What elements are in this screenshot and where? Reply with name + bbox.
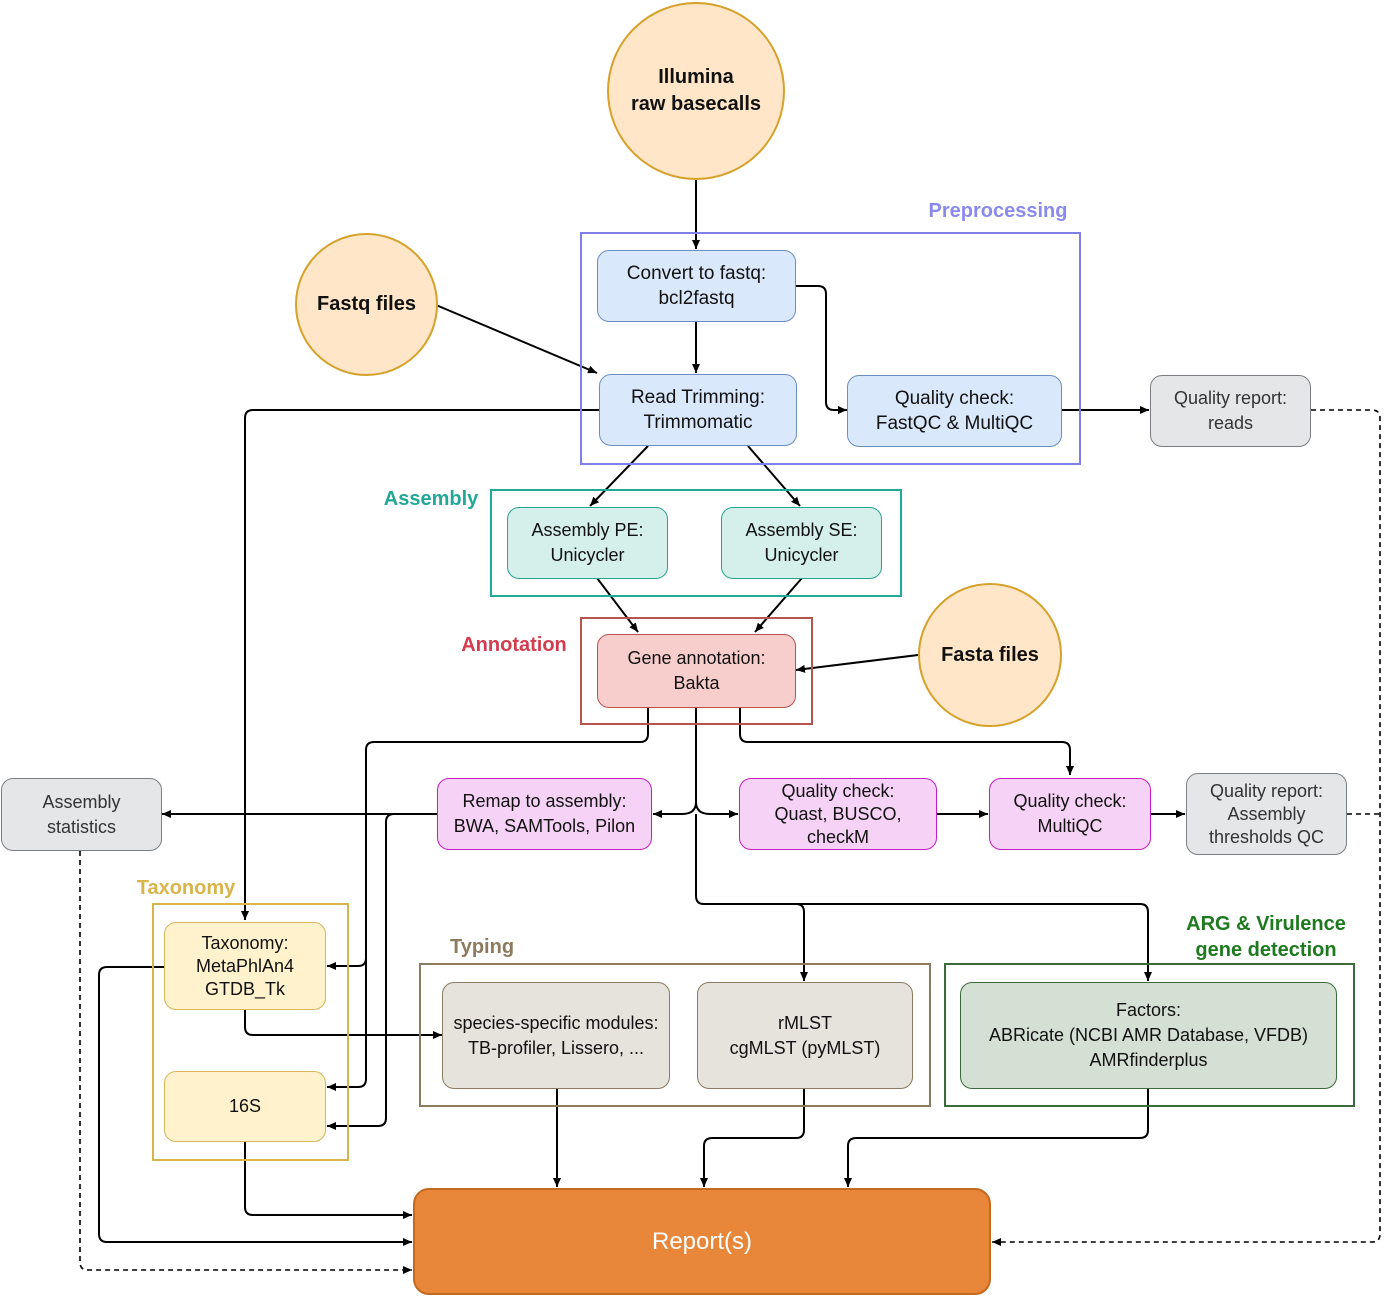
edge-assemblype-annotation	[596, 577, 639, 633]
edge-trimming-assemblyse	[747, 445, 801, 507]
taxonomy-label: Taxonomy	[136, 877, 236, 899]
edge-annotation-remap	[653, 801, 697, 818]
arg-group	[944, 963, 1355, 1107]
edge-assemblyse-annotation	[754, 577, 803, 633]
typing-label: Typing	[449, 936, 515, 958]
species-specific-modules-step[interactable]: species-specific modules: TB-profiler, L…	[442, 982, 670, 1089]
illumina-source[interactable]: Illumina raw basecalls	[607, 2, 785, 180]
quality-check-reads-step[interactable]: Quality check: FastQC & MultiQC	[847, 375, 1062, 447]
quality-report-assembly[interactable]: Quality report: Assembly thresholds QC	[1186, 773, 1347, 855]
quality-check-multiqc-step[interactable]: Quality check: MultiQC	[989, 778, 1151, 850]
assembly-se-step[interactable]: Assembly SE: Unicycler	[721, 507, 882, 579]
assembly-label: Assembly	[383, 488, 479, 510]
typing-group	[419, 963, 931, 1107]
edge-assemblystats-report	[79, 851, 412, 1274]
gene-annotation-step[interactable]: Gene annotation: Bakta	[597, 634, 796, 708]
mlst-step[interactable]: rMLST cgMLST (pyMLST)	[697, 982, 913, 1089]
edge-fasta-annotation	[795, 654, 919, 673]
fasta-source[interactable]: Fasta files	[918, 583, 1062, 727]
annotation-group	[580, 617, 813, 725]
edge-trimming-assemblype	[589, 445, 649, 507]
remap-assembly-step[interactable]: Remap to assembly: BWA, SAMTools, Pilon	[437, 778, 652, 850]
edge-convert-qc	[796, 285, 847, 414]
edge-annotation-mlst	[795, 903, 808, 981]
factors-step[interactable]: Factors: ABRicate (NCBI AMR Database, VF…	[960, 982, 1337, 1089]
convert-fastq-step[interactable]: Convert to fastq: bcl2fastq	[597, 250, 796, 322]
assembly-group	[490, 489, 902, 597]
edge-trimming-taxonomy	[241, 409, 599, 920]
assembly-pe-step[interactable]: Assembly PE: Unicycler	[507, 507, 668, 579]
edge-16s-report	[244, 1142, 412, 1219]
edge-fastq-trimming	[435, 304, 598, 374]
edge-qualityreport-reads-report	[992, 409, 1381, 1246]
read-trimming-step[interactable]: Read Trimming: Trimmomatic	[599, 374, 797, 446]
edge-mlst-report	[700, 1089, 805, 1187]
taxonomy-group	[152, 903, 349, 1161]
edge-annotation-16s	[327, 708, 649, 1091]
edge-annotation-multiqc	[739, 708, 1074, 775]
fastq-source[interactable]: Fastq files	[295, 233, 438, 376]
edge-factors-report	[844, 1089, 1149, 1187]
16s-step[interactable]: 16S	[164, 1071, 326, 1142]
quality-report-reads[interactable]: Quality report: reads	[1150, 375, 1311, 447]
edge-remap-taxonomy	[327, 813, 437, 1130]
annotation-label: Annotation	[461, 634, 567, 656]
edge-taxonomy-species	[244, 1010, 442, 1039]
preprocessing-group	[580, 232, 1081, 465]
edge-taxonomy-report	[98, 966, 412, 1246]
edge-annotation-split	[695, 814, 1149, 913]
edge-remap-taxonomy-tools	[327, 750, 367, 970]
taxonomy-tools-step[interactable]: Taxonomy: MetaPhlAn4 GTDB_Tk	[164, 922, 326, 1010]
arg-label: ARG & Virulence gene detection	[1186, 913, 1346, 961]
quality-check-assembly-step[interactable]: Quality check: Quast, BUSCO, checkM	[739, 778, 937, 850]
report-output[interactable]: Report(s)	[413, 1188, 991, 1295]
assembly-statistics[interactable]: Assembly statistics	[1, 778, 162, 851]
preprocessing-label: Preprocessing	[928, 200, 1068, 222]
